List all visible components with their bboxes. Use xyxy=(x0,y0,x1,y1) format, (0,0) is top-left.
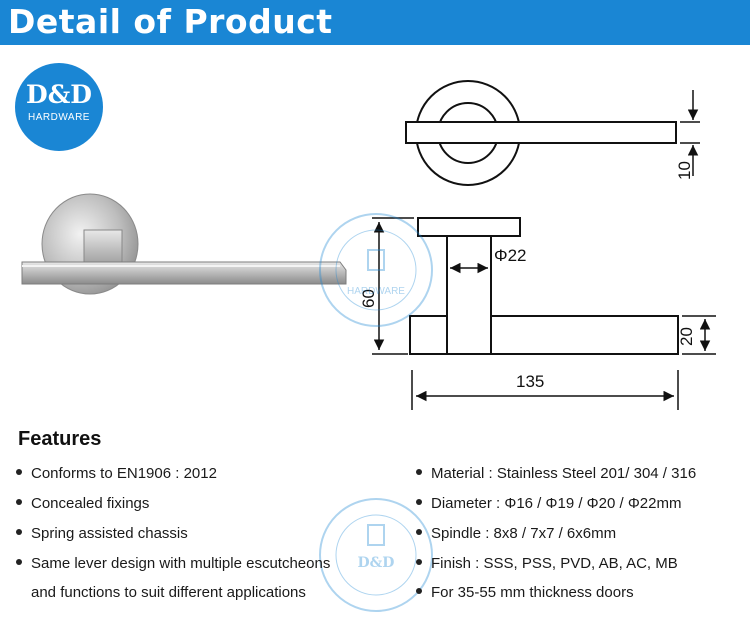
feature-item: Conforms to EN1906 : 2012 xyxy=(16,465,217,483)
top-view-drawing xyxy=(405,80,700,186)
spec-text: Spindle : 8x8 / 7x7 / 6x6mm xyxy=(431,525,617,542)
logo-sub-text: HARDWARE xyxy=(28,112,90,123)
bullet-icon xyxy=(416,529,422,536)
feature-text: Conforms to EN1906 : 2012 xyxy=(31,465,217,482)
bullet-icon xyxy=(416,559,422,566)
bullet-icon xyxy=(416,469,422,476)
feature-text: Concealed fixings xyxy=(31,495,150,512)
dimension-diameter-label: Φ22 xyxy=(494,246,527,265)
spec-item: Material : Stainless Steel 201/ 304 / 31… xyxy=(416,465,696,483)
dimension-length-label: 135 xyxy=(516,372,545,391)
spec-item: Finish : SSS, PSS, PVD, AB, AC, MB xyxy=(416,555,678,573)
bullet-icon xyxy=(416,499,422,506)
dimension-height-label: 60 xyxy=(359,289,378,308)
spec-text: Diameter : Φ16 / Φ19 / Φ20 / Φ22mm xyxy=(431,495,682,512)
bullet-icon xyxy=(416,588,422,595)
watermark-brand-text: D&D xyxy=(358,555,395,571)
feature-text: Spring assisted chassis xyxy=(31,525,188,542)
logo-main-text: D&D xyxy=(26,80,92,109)
header-bar: Detail of Product xyxy=(0,0,750,45)
bullet-icon xyxy=(16,559,22,566)
side-view-drawing xyxy=(372,217,716,410)
bullet-icon xyxy=(16,499,22,506)
handle-photo xyxy=(21,193,347,295)
brand-logo: D&D HARDWARE xyxy=(15,63,103,151)
spec-text: For 35-55 mm thickness doors xyxy=(431,584,634,601)
bullet-icon xyxy=(16,469,22,476)
product-drawings xyxy=(21,80,716,410)
feature-item: Spring assisted chassis xyxy=(16,525,188,543)
feature-item: Concealed fixings xyxy=(16,495,149,513)
features-heading: Features xyxy=(18,428,102,450)
feature-text: Same lever design with multiple escutche… xyxy=(31,555,331,572)
dimension-lever-height-label: 20 xyxy=(677,327,696,346)
spec-text: Material : Stainless Steel 201/ 304 / 31… xyxy=(431,465,697,482)
bullet-icon xyxy=(16,529,22,536)
spec-item: For 35-55 mm thickness doors xyxy=(416,584,634,602)
spec-item: Spindle : 8x8 / 7x7 / 6x6mm xyxy=(416,525,616,543)
spec-text: Finish : SSS, PSS, PVD, AB, AC, MB xyxy=(431,555,678,572)
dimension-thickness-label: 10 xyxy=(675,161,694,180)
spec-item: Diameter : Φ16 / Φ19 / Φ20 / Φ22mm xyxy=(416,495,681,513)
page-title: Detail of Product xyxy=(8,2,333,41)
feature-continuation-text: and functions to suit different applicat… xyxy=(31,584,306,601)
feature-item: Same lever design with multiple escutche… xyxy=(16,555,330,573)
